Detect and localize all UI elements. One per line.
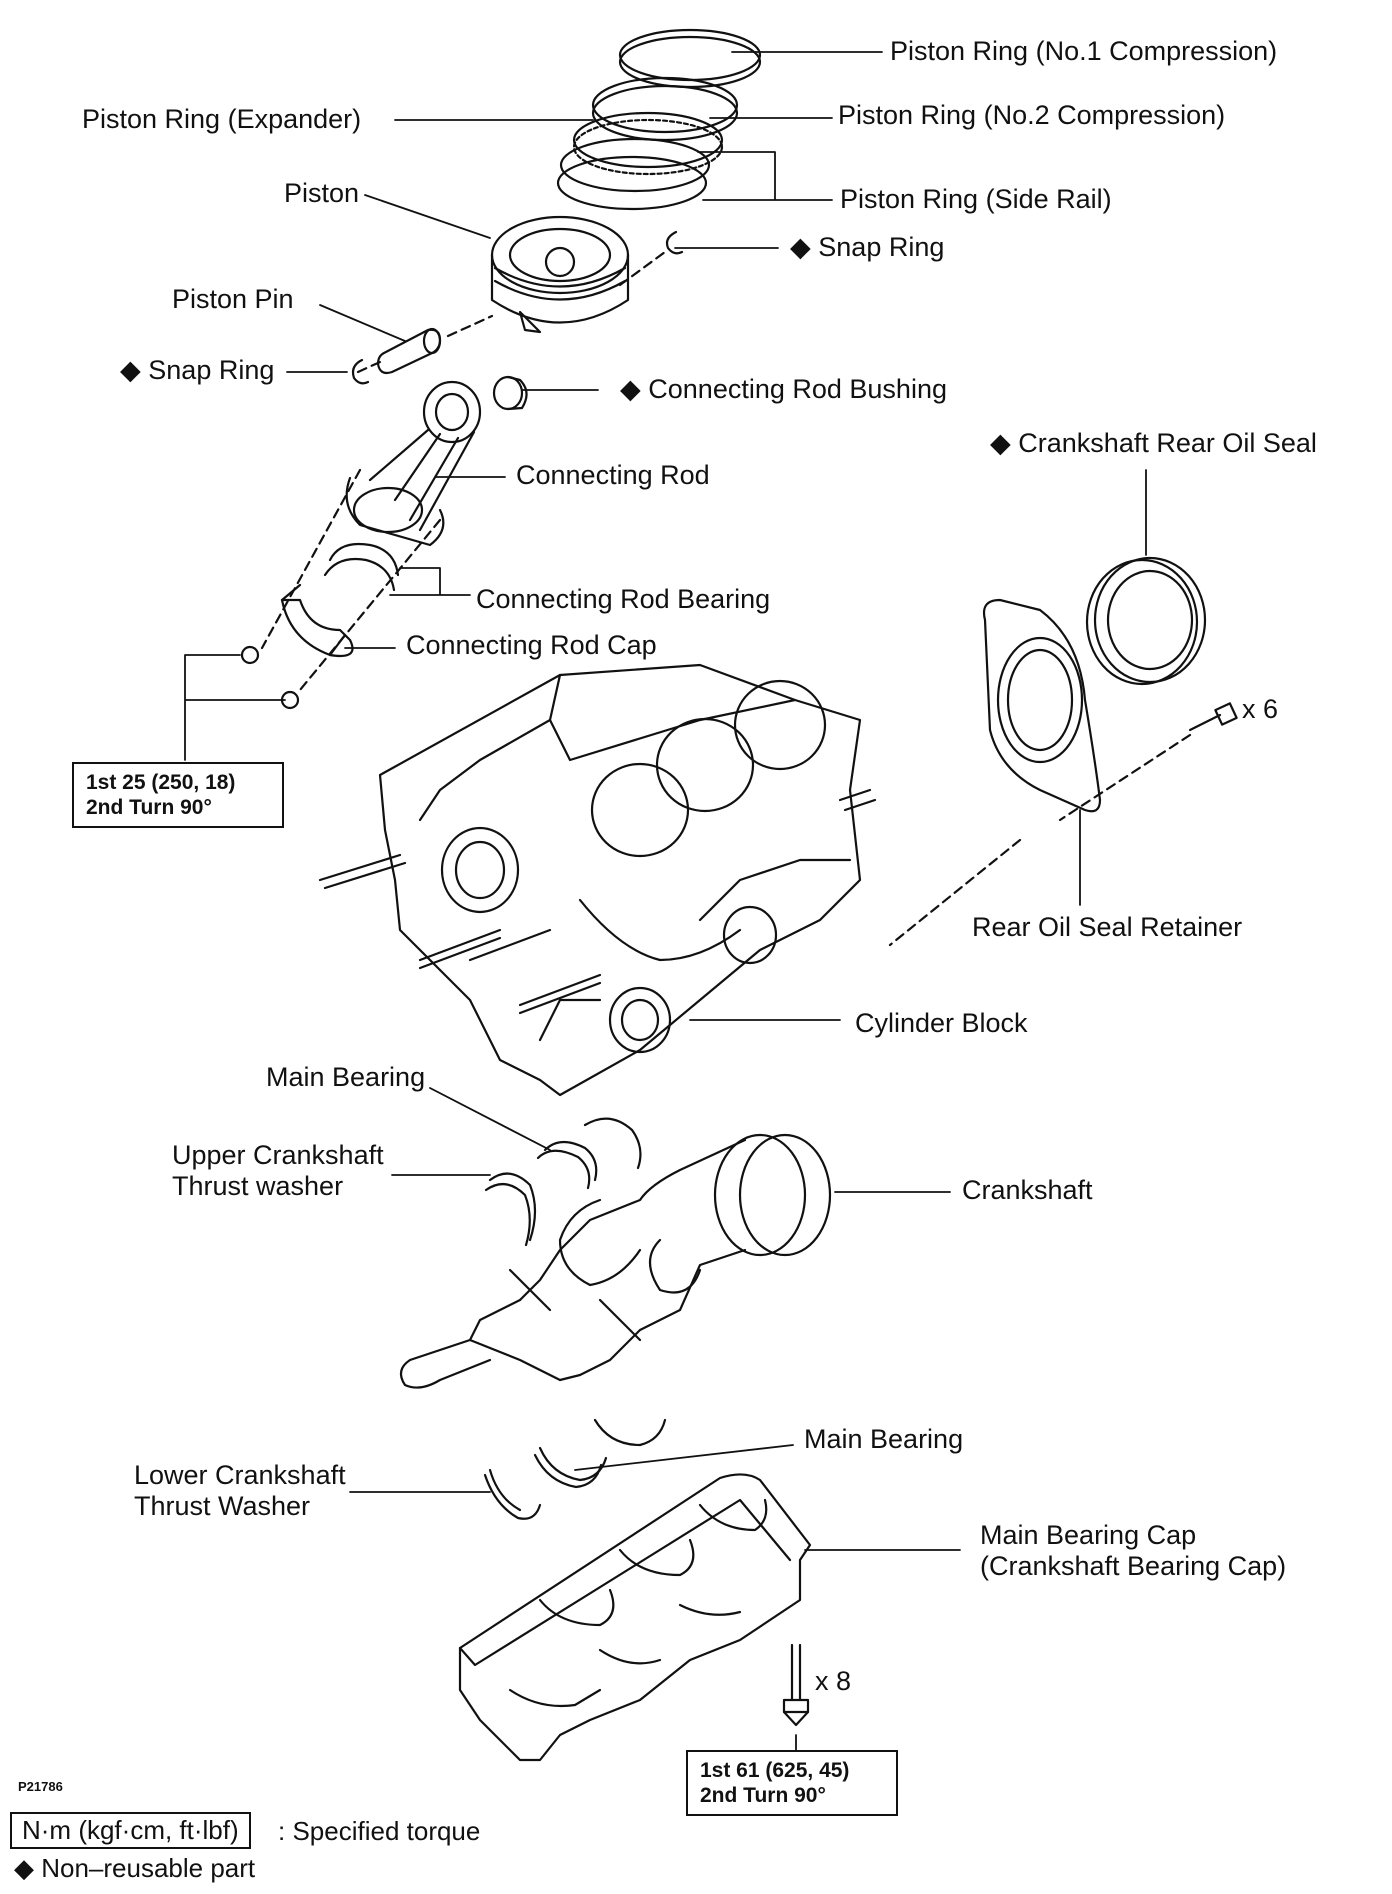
label-piston: Piston	[284, 178, 360, 208]
non-reusable-diamond-icon: ◆	[790, 232, 811, 262]
non-reusable-diamond-icon: ◆	[990, 428, 1011, 458]
label-connecting-rod: Connecting Rod	[516, 460, 710, 490]
torque-spec-main-bearing-cap: 1st 61 (625, 45) 2nd Turn 90°	[686, 1750, 898, 1817]
diagram-code: P21786	[18, 1779, 63, 1794]
label-piston-pin: Piston Pin	[172, 284, 294, 314]
label-snap-ring-left: ◆ Snap Ring	[120, 355, 274, 386]
legend-non-reusable-text: Non–reusable part	[41, 1853, 256, 1883]
crankshaft-drawing	[399, 1133, 832, 1389]
non-reusable-diamond-icon: ◆	[620, 374, 641, 404]
label-bolt-count-6: x 6	[1242, 694, 1279, 724]
label-piston-ring-no2: Piston Ring (No.2 Compression)	[838, 100, 1226, 130]
main-cap-line1: Main Bearing Cap	[980, 1520, 1197, 1550]
main-bearing-cap-drawing	[458, 1473, 812, 1762]
label-piston-ring-expander: Piston Ring (Expander)	[82, 104, 362, 134]
label-lower-crankshaft-thrust-washer: Lower Crankshaft Thrust Washer	[134, 1460, 374, 1522]
snap-ring-right-drawing	[665, 230, 684, 255]
crankshaft-rear-oil-seal-drawing	[1085, 556, 1207, 686]
connecting-rod-drawing	[345, 380, 482, 547]
label-crankshaft: Crankshaft	[962, 1175, 1093, 1205]
torque-spec-line2: 2nd Turn 90°	[86, 796, 212, 820]
legend-torque-unit-box: N·m (kgf·cm, ft·lbf)	[10, 1812, 251, 1849]
label-piston-ring-no1: Piston Ring (No.1 Compression)	[890, 36, 1278, 66]
label-main-bearing-lower: Main Bearing	[804, 1424, 964, 1454]
legend-non-reusable: ◆ Non–reusable part	[14, 1853, 255, 1884]
torque-spec-line2: 2nd Turn 90°	[700, 1784, 826, 1808]
label-connecting-rod-bearing: Connecting Rod Bearing	[476, 584, 771, 614]
main-bearing-cap-bolt-drawing	[782, 1643, 810, 1727]
connecting-rod-bushing-text: Connecting Rod Bushing	[648, 374, 947, 404]
lower-thrust-line2: Thrust Washer	[134, 1491, 311, 1522]
upper-main-bearing-drawing	[536, 1117, 642, 1190]
label-crankshaft-rear-oil-seal: ◆ Crankshaft Rear Oil Seal	[990, 428, 1317, 459]
snap-ring-right-text: Snap Ring	[818, 232, 945, 262]
piston-ring-no2-drawing	[591, 76, 739, 142]
retainer-bolt-drawing	[1188, 702, 1238, 732]
piston-ring-side-rail-drawing	[556, 137, 711, 211]
label-connecting-rod-bushing: ◆ Connecting Rod Bushing	[620, 374, 947, 405]
torque-spec-line1: 1st 61 (625, 45)	[700, 1759, 850, 1782]
lower-thrust-line1: Lower Crankshaft	[134, 1460, 346, 1490]
non-reusable-diamond-icon: ◆	[14, 1853, 34, 1883]
cylinder-block-drawing	[318, 663, 877, 1097]
torque-spec-line1: 1st 25 (250, 18)	[86, 771, 236, 794]
piston-ring-expander-drawing	[572, 111, 724, 176]
connecting-rod-bearing-drawing	[323, 542, 400, 592]
label-bolt-count-8: x 8	[815, 1666, 852, 1696]
lower-thrust-washer-drawing	[483, 1468, 542, 1520]
main-cap-line2: (Crankshaft Bearing Cap)	[980, 1551, 1287, 1582]
connecting-rod-bushing-drawing	[492, 375, 528, 411]
torque-spec-connecting-rod: 1st 25 (250, 18) 2nd Turn 90°	[72, 762, 284, 829]
label-rear-oil-seal-retainer: Rear Oil Seal Retainer	[972, 912, 1243, 942]
upper-thrust-washer-drawing	[484, 1172, 537, 1247]
upper-thrust-line2: Thrust washer	[172, 1171, 344, 1202]
legend-torque-unit-text: : Specified torque	[278, 1816, 481, 1846]
upper-thrust-line1: Upper Crankshaft	[172, 1140, 384, 1170]
crankshaft-rear-oil-seal-text: Crankshaft Rear Oil Seal	[1018, 428, 1317, 458]
piston-pin-drawing	[376, 327, 442, 375]
label-main-bearing-cap: Main Bearing Cap (Crankshaft Bearing Cap…	[980, 1520, 1300, 1582]
label-connecting-rod-cap: Connecting Rod Cap	[406, 630, 657, 660]
piston-drawing	[490, 215, 630, 334]
lower-main-bearing-drawing	[533, 1418, 667, 1489]
label-piston-ring-side-rail: Piston Ring (Side Rail)	[840, 184, 1112, 214]
snap-ring-left-text: Snap Ring	[148, 355, 275, 385]
label-main-bearing-upper: Main Bearing	[266, 1062, 426, 1092]
label-upper-crankshaft-thrust-washer: Upper Crankshaft Thrust washer	[172, 1140, 412, 1202]
snap-ring-left-drawing	[351, 358, 370, 385]
connecting-rod-cap-drawing	[240, 583, 354, 710]
label-cylinder-block: Cylinder Block	[855, 1008, 1028, 1038]
non-reusable-diamond-icon: ◆	[120, 355, 141, 385]
label-snap-ring-right: ◆ Snap Ring	[790, 232, 944, 263]
rear-oil-seal-retainer-drawing	[982, 598, 1102, 813]
